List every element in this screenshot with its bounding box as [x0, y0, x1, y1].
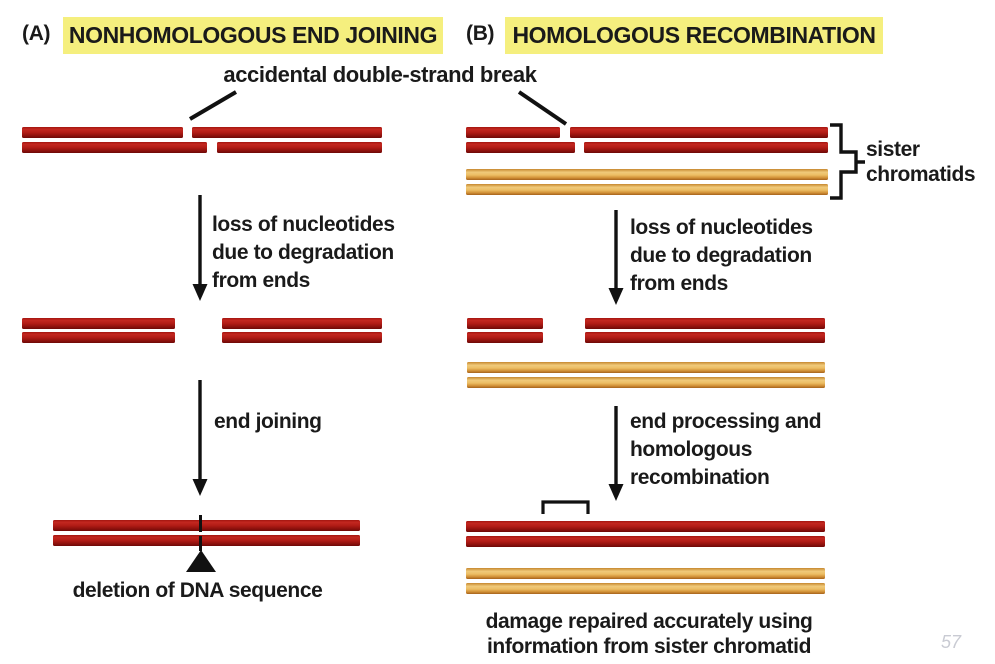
a-result-label: deletion of DNA sequence — [72, 579, 323, 602]
sister-label-line1: sister — [866, 138, 920, 161]
a-row1-bottom-strand-right — [217, 142, 382, 153]
a-row1-bottom-strand-left — [22, 142, 207, 153]
a-step1-arrow-head — [192, 284, 208, 301]
a-row2-right-fragment-top — [222, 318, 382, 329]
deletion-triangle-icon — [186, 550, 216, 572]
sister-label-line2: chromatids — [866, 163, 976, 186]
panel-b-letter: (B) — [466, 22, 495, 45]
a-row2-right-fragment-bottom — [222, 332, 382, 343]
b-row1-top-strand-right — [570, 127, 828, 138]
sister-chromatids-label: sister chromatids — [866, 137, 976, 187]
b-row1-sister-top-strand — [466, 169, 828, 180]
b-row2-right-fragment-top — [585, 318, 825, 329]
a-row2-left-fragment-top — [22, 318, 175, 329]
b-step1-line1: loss of nucleotides — [630, 216, 813, 239]
b-step1-line2: due to degradation — [630, 244, 812, 267]
b-step1-arrow-head — [608, 288, 624, 305]
b-step1-label: loss of nucleotides due to degradation f… — [630, 214, 813, 298]
b-row2-right-fragment-bottom — [585, 332, 825, 343]
b-result-label: damage repaired accurately using informa… — [458, 609, 840, 659]
b-row2-sister-bottom-strand — [467, 377, 825, 388]
b-step1-line3: from ends — [630, 272, 728, 295]
b-row1-bottom-strand-right — [584, 142, 828, 153]
panel-b-title: HOMOLOGOUS RECOMBINATION — [505, 17, 883, 54]
break-pointer-line-b — [517, 90, 568, 126]
repaired-region-bracket — [541, 500, 590, 514]
b-row3-repaired-top-strand — [466, 521, 825, 532]
b-step2-arrow-head — [608, 484, 624, 501]
a-row3-joined-bottom-strand — [53, 535, 360, 546]
b-step2-line1: end processing and — [630, 410, 822, 433]
a-row1-top-strand-left — [22, 127, 183, 138]
a-step1-line3: from ends — [212, 269, 310, 292]
a-step1-label: loss of nucleotides due to degradation f… — [212, 211, 395, 295]
a-row1-top-strand-right — [192, 127, 382, 138]
b-row3-repaired-bottom-strand — [466, 536, 825, 547]
b-row3-sister-bottom-strand — [466, 583, 825, 594]
break-pointer-line-a — [188, 90, 238, 121]
b-row3-sister-top-strand — [466, 568, 825, 579]
b-row2-left-fragment-bottom — [467, 332, 543, 343]
a-step2-label: end joining — [214, 410, 322, 433]
b-row1-top-strand-left — [466, 127, 560, 138]
sister-chromatids-bracket — [830, 123, 865, 200]
b-row2-left-fragment-top — [467, 318, 543, 329]
b-step2-label: end processing and homologous recombinat… — [630, 408, 822, 492]
panel-a-title: NONHOMOLOGOUS END JOINING — [63, 17, 443, 54]
b-row2-sister-top-strand — [467, 362, 825, 373]
b-result-line2: information from sister chromatid — [486, 635, 811, 658]
a-step1-line2: due to degradation — [212, 241, 394, 264]
a-row2-left-fragment-bottom — [22, 332, 175, 343]
panel-a-letter: (A) — [22, 22, 51, 45]
a-step1-line1: loss of nucleotides — [212, 213, 395, 236]
b-step2-line2: homologous — [630, 438, 752, 461]
a-row3-joined-top-strand — [53, 520, 360, 531]
b-result-line1: damage repaired accurately using — [485, 610, 813, 633]
b-row1-sister-bottom-strand — [466, 184, 828, 195]
a-step2-arrow-head — [192, 479, 208, 496]
break-annotation: accidental double-strand break — [223, 62, 537, 87]
b-step2-line3: recombination — [630, 466, 770, 489]
page-number: 57 — [941, 632, 962, 652]
b-row1-bottom-strand-left — [466, 142, 575, 153]
